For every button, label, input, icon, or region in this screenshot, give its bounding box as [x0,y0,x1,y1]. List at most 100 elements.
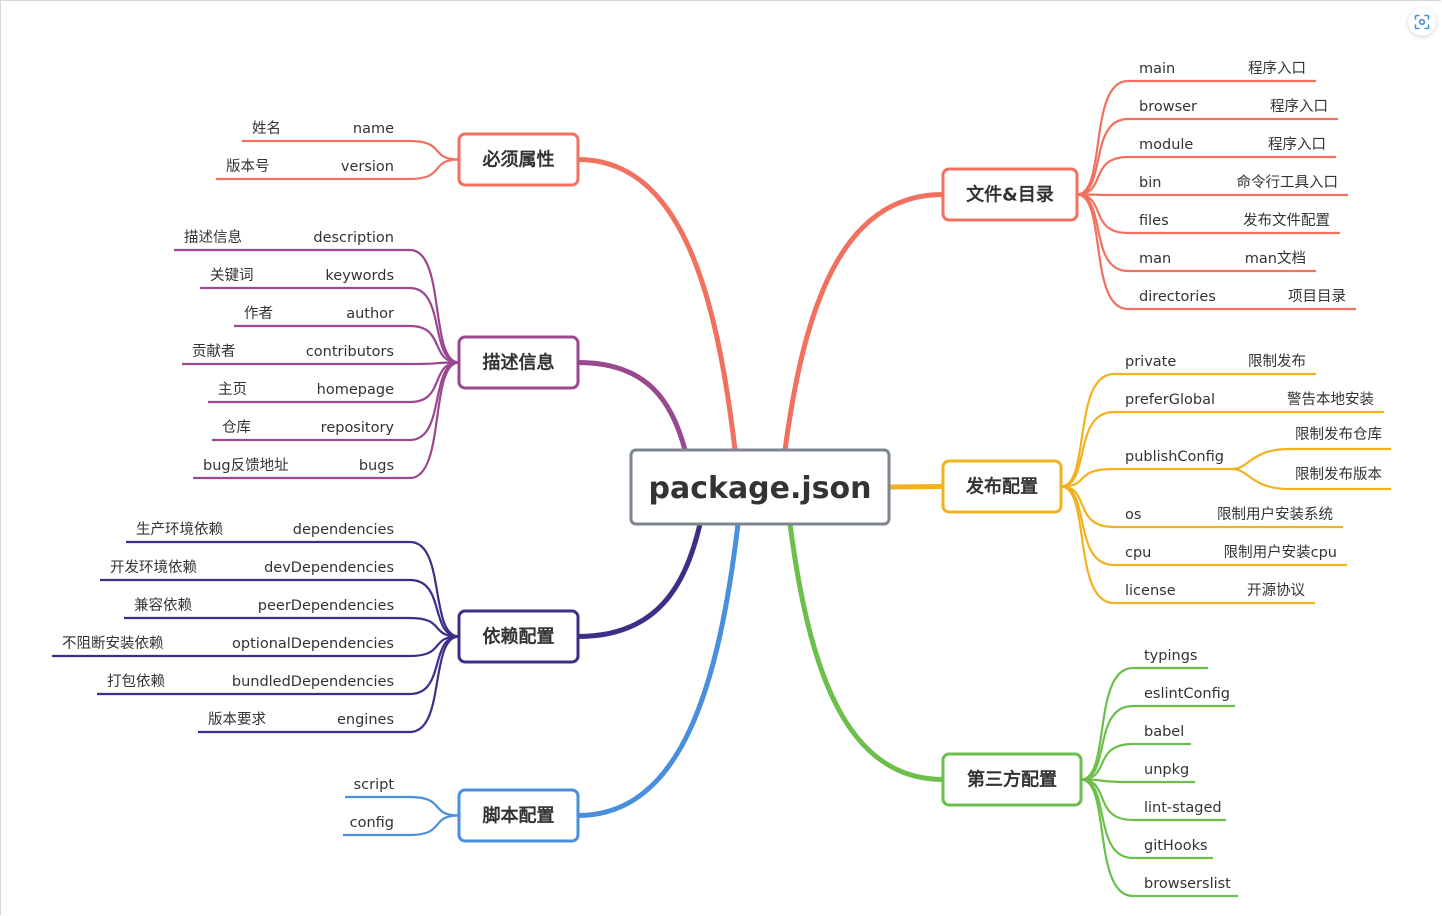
branch-node-files[interactable]: 文件&目录 [941,167,1079,222]
leaf-connector [409,139,460,161]
branch-node-scripts[interactable]: 脚本配置 [457,788,580,843]
leaf-connector [409,248,460,364]
root-node[interactable]: package.json [629,448,891,526]
leaf-key: main [1139,61,1175,77]
leaf-desc: 命令行工具入口 [1237,173,1339,191]
leaf-key: contributors [306,344,394,360]
leaf-connector [409,158,460,181]
leaf-desc: 作者 [244,305,273,322]
leaf-desc: 兼容依赖 [134,597,192,614]
leaf-desc: bug反馈地址 [203,457,289,474]
branch-label: 必须属性 [482,149,555,171]
leaf-item[interactable]: browser 程序入口 [1076,98,1338,196]
leaf-item[interactable]: typings [1080,648,1208,781]
branch-node-required[interactable]: 必须属性 [457,132,580,187]
leaf-key: eslintConfig [1144,686,1230,702]
leaf-connector [1060,410,1115,488]
leaf-item[interactable]: script [345,777,460,817]
leaf-key: lint-staged [1144,800,1222,816]
leaf-desc: 主页 [218,381,247,398]
leaf-connector [409,814,460,837]
branch-node-thirdparty[interactable]: 第三方配置 [941,752,1083,807]
root-label: package.json [648,471,871,506]
leaf-item[interactable]: private 限制发布 [1060,353,1316,488]
leaf-item[interactable]: version 版本号 [216,158,460,181]
leaf-desc: 警告本地安装 [1287,391,1374,408]
branch-description: 描述信息description描述信息keywords关键词author作者co… [174,229,688,480]
leaf-desc: 版本要求 [208,711,266,728]
leaf-desc: 程序入口 [1268,136,1326,153]
leaf-key: browser [1139,99,1197,115]
leaf-desc: 程序入口 [1248,60,1306,77]
leaf-item[interactable]: config [343,814,460,837]
branch-node-description[interactable]: 描述信息 [457,335,580,390]
branch-required: 必须属性 name 姓名 version 版本号 [216,120,738,453]
leaf-key: homepage [317,382,394,398]
leaf-connector [1080,666,1134,781]
leaf-item[interactable]: browserslist [1080,778,1238,898]
leaf-desc: 打包依赖 [107,673,165,690]
branch-connector [575,157,738,453]
leaf-key: publishConfig [1125,449,1224,465]
leaf-key: devDependencies [264,560,394,576]
branch-scripts: 脚本配置 script config [343,521,741,843]
branch-label: 文件&目录 [966,184,1054,206]
leaf-key: script [354,777,395,793]
leaf-connector [1076,155,1129,196]
leaf-key: browserslist [1144,876,1231,892]
branch-thirdparty: 第三方配置typingseslintConfigbabelunpkglint-s… [787,521,1238,898]
leaf-item[interactable]: babel [1080,724,1191,781]
branch-node-publish[interactable]: 发布配置 [941,459,1063,514]
leaf-desc: 版本号 [226,158,270,175]
leaf-item[interactable]: name 姓名 [242,120,460,161]
leaf-item[interactable]: homepage 主页 [208,361,460,404]
leaf-key: name [353,121,394,137]
leaf-item[interactable]: main 程序入口 [1076,60,1316,196]
leaf-item[interactable]: man man文档 [1076,193,1316,273]
leaf-desc: man文档 [1245,250,1306,267]
leaf-desc: 不阻断安装依赖 [62,635,164,652]
leaf-key: private [1125,354,1176,370]
leaf-key: gitHooks [1144,838,1208,854]
leaf-key: typings [1144,648,1197,664]
branch-node-dependencies[interactable]: 依赖配置 [457,609,580,664]
leaf-item[interactable]: eslintConfig [1080,686,1235,781]
branch-label: 发布配置 [965,476,1038,498]
leaf-key: man [1139,251,1171,267]
leaf-item[interactable]: lint-staged [1080,778,1226,822]
leaf-connector [409,635,460,734]
leaf-desc: 描述信息 [184,229,242,246]
leaf-connector [1080,742,1134,781]
leaf-connector [409,361,460,404]
branch-connector [575,521,741,818]
leaf-desc: 限制发布 [1248,353,1306,370]
leaf-desc: 姓名 [252,120,281,137]
leaf-key: version [341,159,394,175]
leaf-connector [1076,193,1129,311]
fit-to-screen-button[interactable] [1408,8,1436,36]
